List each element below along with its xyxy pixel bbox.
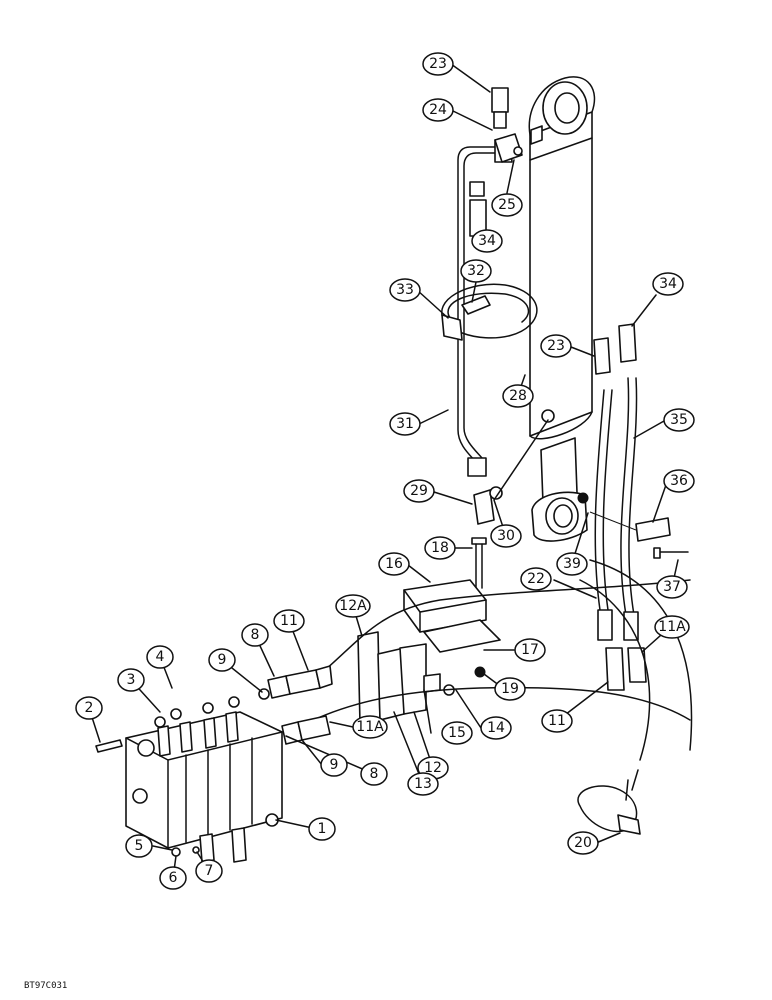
svg-text:8: 8: [251, 627, 260, 643]
bracket-36: [589, 511, 689, 559]
svg-text:23: 23: [429, 56, 447, 72]
callout-14: 14: [480, 716, 512, 740]
callout-22: 22: [520, 567, 552, 591]
svg-text:15: 15: [448, 725, 466, 741]
callout-9b: 9: [320, 753, 348, 777]
tubes-lower: [317, 579, 691, 721]
svg-text:12: 12: [424, 760, 442, 776]
callout-11A-left: 11A: [352, 715, 388, 739]
callout-13: 13: [407, 772, 439, 796]
callout-5: 5: [125, 834, 153, 858]
svg-text:34: 34: [659, 276, 677, 292]
svg-text:39: 39: [563, 556, 581, 572]
callout-28: 28: [502, 384, 534, 408]
callout-17: 17: [514, 638, 546, 662]
plate-17: [423, 619, 501, 678]
svg-text:37: 37: [663, 579, 681, 595]
svg-text:34: 34: [478, 233, 496, 249]
callout-23b: 23: [540, 334, 572, 358]
bolt-18: [471, 537, 487, 589]
callout-3: 3: [117, 668, 145, 692]
callout-35: 35: [663, 408, 695, 432]
callout-8b: 8: [360, 762, 388, 786]
callout-11A-right: 11A: [654, 615, 690, 639]
callout-16: 16: [378, 552, 410, 576]
callout-33: 33: [389, 278, 421, 302]
callout-29: 29: [403, 479, 435, 503]
callout-11a: 11: [273, 609, 305, 633]
callout-24: 24: [422, 98, 454, 122]
svg-text:4: 4: [156, 649, 165, 665]
svg-text:25: 25: [498, 197, 516, 213]
callout-32: 32: [460, 259, 492, 283]
callout-11b: 11: [541, 709, 573, 733]
svg-text:20: 20: [574, 835, 592, 851]
couplers-left: [258, 665, 333, 746]
svg-text:17: 17: [521, 642, 539, 658]
callout-23a: 23: [422, 52, 454, 76]
svg-text:1: 1: [318, 821, 327, 837]
callout-19: 19: [494, 677, 526, 701]
svg-text:11: 11: [548, 713, 566, 729]
callout-18: 18: [424, 536, 456, 560]
callout-4: 4: [146, 645, 174, 669]
svg-text:12A: 12A: [339, 598, 367, 614]
svg-text:32: 32: [467, 263, 485, 279]
svg-text:13: 13: [414, 776, 432, 792]
svg-text:31: 31: [396, 416, 414, 432]
right-hoses: [579, 323, 693, 761]
figure-reference: BT97C031: [24, 981, 67, 991]
callout-31: 31: [389, 412, 421, 436]
svg-text:33: 33: [396, 282, 414, 298]
svg-text:23: 23: [547, 338, 565, 354]
svg-text:19: 19: [501, 681, 519, 697]
svg-text:16: 16: [385, 556, 403, 572]
svg-text:30: 30: [497, 528, 515, 544]
callout-6: 6: [159, 866, 187, 890]
callout-34a: 34: [471, 229, 503, 253]
callout-30: 30: [490, 524, 522, 548]
callout-15: 15: [441, 721, 473, 745]
svg-text:11: 11: [280, 613, 298, 629]
callout-37: 37: [656, 575, 688, 599]
svg-text:11A: 11A: [658, 619, 686, 635]
svg-text:24: 24: [429, 102, 447, 118]
callout-20: 20: [567, 831, 599, 855]
callout-34b: 34: [652, 272, 684, 296]
hose-clamp-upper: [441, 283, 538, 341]
svg-text:14: 14: [487, 720, 505, 736]
fittings-upper: [473, 87, 523, 525]
callout-12A: 12A: [335, 594, 371, 618]
svg-text:22: 22: [527, 571, 545, 587]
svg-text:8: 8: [370, 766, 379, 782]
svg-text:3: 3: [127, 672, 136, 688]
svg-text:9: 9: [218, 652, 227, 668]
svg-text:35: 35: [670, 412, 688, 428]
callout-9a: 9: [208, 648, 236, 672]
callout-7: 7: [195, 859, 223, 883]
svg-text:9: 9: [330, 757, 339, 773]
hose-clamp-20: [577, 779, 641, 835]
svg-text:29: 29: [410, 483, 428, 499]
svg-text:36: 36: [670, 473, 688, 489]
svg-text:5: 5: [135, 838, 144, 854]
svg-text:6: 6: [169, 870, 178, 886]
callout-8a: 8: [241, 623, 269, 647]
callout-1: 1: [308, 817, 336, 841]
svg-text:11A: 11A: [356, 719, 384, 735]
svg-text:7: 7: [205, 863, 214, 879]
control-valve: [95, 696, 283, 863]
callout-2: 2: [75, 696, 103, 720]
svg-text:2: 2: [85, 700, 94, 716]
svg-text:28: 28: [509, 388, 527, 404]
callout-25: 25: [491, 193, 523, 217]
svg-text:18: 18: [431, 540, 449, 556]
callout-36: 36: [663, 469, 695, 493]
callout-39: 39: [556, 552, 588, 576]
boom-cylinder: [528, 76, 596, 542]
